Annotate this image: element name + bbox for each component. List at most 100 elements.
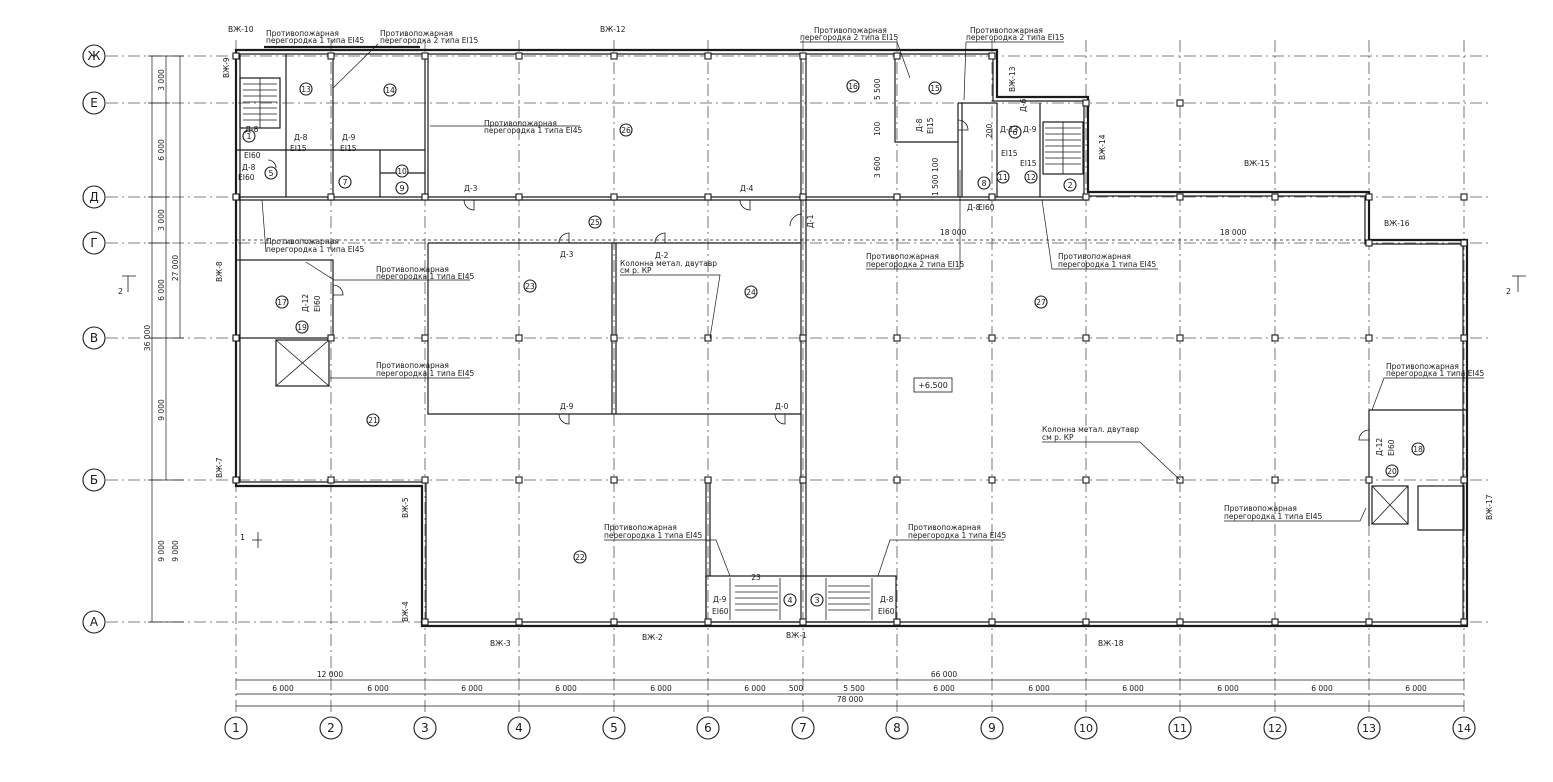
door-d12-right: Д-12 [1375,438,1384,456]
bottom-dim-7: 500 [789,684,804,693]
bottom-dim-2: 6 000 [367,684,389,693]
column [1271,476,1279,484]
column [799,52,807,60]
column-note-c: Колонна метал. двутавр [1042,425,1139,434]
column [327,476,335,484]
room-12: 12 [1026,173,1036,182]
column [610,193,618,201]
room-21: 21 [368,416,378,425]
column [799,476,807,484]
left-dim-5: 9 000 [157,399,166,421]
column [1271,193,1279,201]
bottom-dim-5: 6 000 [650,684,672,693]
column [704,52,712,60]
left-total-9000: 9 000 [171,540,180,562]
column [515,618,523,626]
note-7-a: Противопожарная [376,265,449,274]
room-13: 13 [301,85,311,94]
room-14: 14 [385,86,395,95]
axis-num-13: 13 [1362,722,1376,735]
inner-dim-100-b: 100 [931,157,940,172]
column [1082,193,1090,201]
inner-dim-200: 200 [985,123,994,138]
left-dim-2: 6 000 [157,139,166,161]
door-d9-stair: Д-9 [713,595,727,604]
door-d9-room14: Д-9 [342,133,356,142]
room-7: 7 [342,178,347,187]
column [1460,334,1468,342]
note-14-b: перегородка 1 типа EI45 [908,531,1006,540]
axis-num-7: 7 [799,721,807,735]
left-dim-3: 3 000 [157,209,166,231]
column [232,52,240,60]
room-23: 23 [525,282,535,291]
axis-num-4: 4 [515,721,523,735]
inner-dim-18000-b: 18 000 [1220,228,1246,237]
note-7-b: перегородка 1 типа EI45 [376,272,474,281]
columns [232,52,1468,626]
column-note-a: Колонна метал. двутавр [620,259,717,268]
column [988,476,996,484]
axis-label-e: Е [90,96,98,110]
door-d2: Д-2 [655,251,669,260]
door-ei15-room15: EI15 [926,117,935,134]
column [988,52,996,60]
column [893,52,901,60]
axis-num-6: 6 [704,721,712,735]
door-d1: Д-1 [806,214,815,228]
axis-label-d: Д [89,190,98,204]
left-total-36000: 36 000 [143,325,152,351]
axis-num-3: 3 [421,721,429,735]
column-note-d: см р. КР [1042,433,1074,442]
door-d8-stair: Д-8 [880,595,894,604]
column [232,476,240,484]
axis-num-9: 9 [988,721,996,735]
column [1176,618,1184,626]
column [1082,99,1090,107]
column [704,193,712,201]
wall-label-vzh4: ВЖ-4 [401,601,410,622]
inner-dim-100: 100 [873,121,882,136]
note-3-a: Противопожарная [484,119,557,128]
note-13-b: перегородка 1 типа EI45 [604,531,702,540]
column [327,193,335,201]
column [1460,618,1468,626]
axis-num-14: 14 [1457,722,1471,735]
column [893,476,901,484]
note-2-a: Противопожарная [380,29,453,38]
room-25: 25 [590,218,600,227]
bottom-total-left: 12 000 [317,670,343,679]
column [893,334,901,342]
column [1082,476,1090,484]
column [327,52,335,60]
axis-num-2: 2 [327,721,335,735]
partition-notes: Противопожарная перегородка 1 типа EI45 … [261,26,1484,577]
bottom-dim-10: 6 000 [1028,684,1050,693]
bottom-dim-1: 6 000 [272,684,294,693]
bottom-dim-8: 5 500 [843,684,865,693]
column [1460,239,1468,247]
axis-num-11: 11 [1173,722,1187,735]
column [799,618,807,626]
room-18: 18 [1413,445,1423,454]
axis-num-10: 10 [1079,722,1093,735]
door-d9-right: Д-9 [1023,125,1037,134]
column [1271,334,1279,342]
note-8-a: Противопожарная [376,361,449,370]
section-mark-1: 1 [240,533,245,542]
door-ei60-top: EI60 [244,151,261,160]
door-d8-room13: Д-8 [294,133,308,142]
column [1176,99,1184,107]
column [610,52,618,60]
door-d8-bottom: Д-8 [967,203,981,212]
column [421,476,429,484]
column [1365,618,1373,626]
column [1176,334,1184,342]
column [1082,334,1090,342]
section-mark-2-right: 2 [1506,287,1511,296]
column [421,193,429,201]
door-labels: Д-8 EI60 Д-8 EI60 Д-8 EI15 Д-9 EI15 Д-3 … [238,98,1396,616]
note-10-a: Противопожарная [1058,252,1131,261]
room-24: 24 [746,288,756,297]
note-9-b: перегородка 2 типа EI15 [866,260,964,269]
